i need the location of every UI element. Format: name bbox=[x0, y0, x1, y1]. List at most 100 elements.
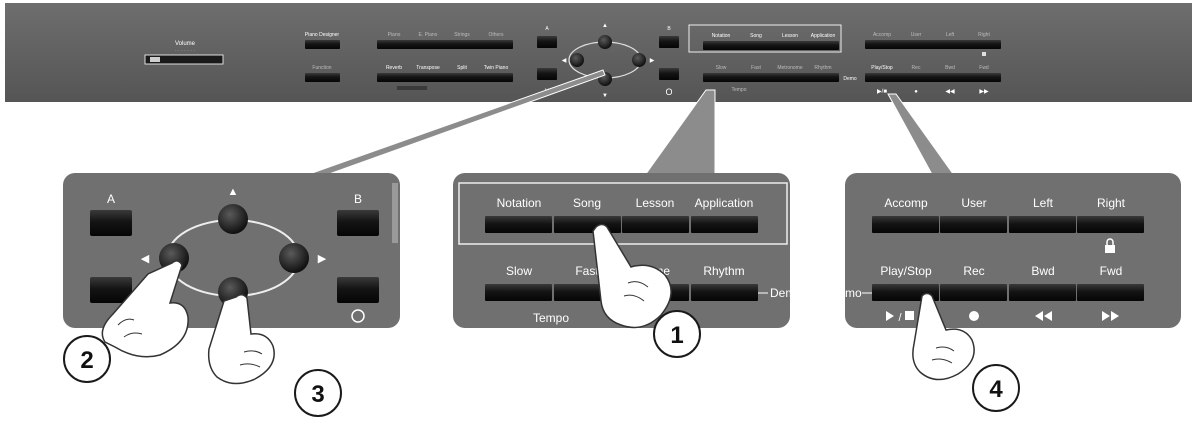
arrow-up-top: ▲ bbox=[602, 23, 608, 29]
slow-label: Slow bbox=[506, 264, 532, 278]
x-button[interactable] bbox=[90, 277, 132, 303]
song-button[interactable] bbox=[554, 216, 621, 233]
rec-label: Rec bbox=[963, 264, 984, 278]
cursor-up-button[interactable] bbox=[218, 204, 248, 234]
song-label-top: Song bbox=[750, 33, 762, 39]
rhythm-button[interactable] bbox=[691, 284, 758, 301]
bwd-label: Bwd bbox=[1031, 264, 1054, 278]
demo-label-center: Dem bbox=[770, 286, 795, 300]
notation-label-top: Notation bbox=[712, 33, 731, 39]
piano-designer-label: Piano Designer bbox=[305, 32, 340, 38]
notation-label: Notation bbox=[497, 196, 542, 210]
volume-scale: · · · · · · · bbox=[175, 48, 195, 54]
play-stop-label: Play/Stop bbox=[880, 264, 932, 278]
function-label: Function bbox=[312, 65, 331, 71]
user-label: User bbox=[961, 196, 986, 210]
x-button-top[interactable] bbox=[537, 68, 557, 80]
piano-designer-button[interactable] bbox=[305, 40, 340, 49]
notation-button[interactable] bbox=[485, 216, 552, 233]
zoom-panel-cursor-edge bbox=[392, 183, 398, 243]
recorder-buttons-top[interactable] bbox=[865, 73, 1001, 82]
accomp-button[interactable] bbox=[872, 216, 939, 233]
b-button-top[interactable] bbox=[659, 36, 679, 48]
rhythm-label: Rhythm bbox=[703, 264, 744, 278]
pointing-hand-3 bbox=[207, 294, 275, 385]
right-button[interactable] bbox=[1077, 216, 1144, 233]
tempo-buttons-top[interactable] bbox=[703, 73, 839, 82]
volume-slider[interactable] bbox=[144, 54, 224, 65]
lesson-button[interactable] bbox=[622, 216, 689, 233]
left-label: Left bbox=[1033, 196, 1054, 210]
volume-slider-knob[interactable] bbox=[150, 57, 160, 62]
cursor-right-top[interactable] bbox=[632, 53, 646, 67]
cursor-right-button[interactable] bbox=[279, 243, 309, 273]
left-label-top: Left bbox=[946, 32, 955, 38]
fast-label: Fast bbox=[575, 264, 599, 278]
demo-label-right: mo bbox=[845, 286, 862, 300]
left-button[interactable] bbox=[1009, 216, 1076, 233]
arrow-right-top: ▶ bbox=[650, 58, 655, 64]
step-badge-2: 2 bbox=[63, 335, 111, 383]
function-button[interactable] bbox=[305, 73, 340, 82]
svg-text:2: 2 bbox=[80, 347, 93, 374]
a-label-top: A bbox=[545, 26, 549, 32]
cursor-left-top[interactable] bbox=[570, 53, 584, 67]
a-label: A bbox=[107, 192, 115, 206]
rec-icon-top: ● bbox=[914, 89, 918, 95]
twin-piano-label: Twin Piano bbox=[484, 65, 509, 71]
pointing-hand-4 bbox=[912, 292, 975, 381]
accomp-label-top: Accomp bbox=[873, 32, 891, 38]
split-label: Split bbox=[457, 65, 467, 71]
callout-connector-right bbox=[887, 93, 957, 179]
tempo-label: Tempo bbox=[533, 311, 569, 325]
application-label-top: Application bbox=[811, 33, 836, 39]
a-button[interactable] bbox=[90, 210, 132, 236]
track-buttons-top[interactable] bbox=[865, 40, 1001, 49]
arrow-left-top: ◀ bbox=[562, 58, 567, 64]
play-stop-label-top: Play/Stop bbox=[871, 65, 893, 71]
user-button[interactable] bbox=[940, 216, 1007, 233]
lock-icon-top bbox=[982, 52, 986, 56]
svg-text:3: 3 bbox=[311, 381, 324, 408]
top-control-panel bbox=[5, 3, 1192, 102]
o-button[interactable] bbox=[337, 277, 379, 303]
pointing-hand-2 bbox=[101, 260, 189, 358]
effect-buttons[interactable] bbox=[377, 73, 513, 82]
slow-button[interactable] bbox=[485, 284, 552, 301]
transpose-label: Transpose bbox=[416, 65, 440, 71]
fwd-button[interactable] bbox=[1077, 284, 1144, 301]
rec-button[interactable] bbox=[940, 284, 1007, 301]
b-button[interactable] bbox=[337, 210, 379, 236]
o-mark-icon bbox=[351, 309, 365, 323]
tone-buttons[interactable] bbox=[377, 40, 513, 49]
o-button-top[interactable] bbox=[659, 68, 679, 80]
strings-label: Strings bbox=[454, 32, 470, 38]
cursor-up-top[interactable] bbox=[598, 35, 612, 49]
right-label-top: Right bbox=[978, 32, 990, 38]
mode-buttons-top[interactable] bbox=[703, 41, 839, 50]
fwd-icon bbox=[1102, 311, 1119, 321]
accomp-label: Accomp bbox=[884, 196, 928, 210]
tempo-label-top: Tempo bbox=[731, 87, 746, 93]
slow-label-top: Slow bbox=[716, 65, 727, 71]
bwd-icon-top: ◀◀ bbox=[945, 89, 955, 95]
logo-badge bbox=[397, 86, 427, 90]
a-button-top[interactable] bbox=[537, 36, 557, 48]
bwd-icon bbox=[1035, 311, 1052, 321]
others-label: Others bbox=[488, 32, 504, 38]
b-label: B bbox=[354, 192, 362, 206]
callout-connector-center bbox=[642, 89, 716, 179]
svg-text:/: / bbox=[898, 312, 902, 324]
rec-icon bbox=[969, 311, 979, 321]
arrow-up-icon: ▲ bbox=[228, 186, 239, 198]
application-button[interactable] bbox=[691, 216, 758, 233]
fwd-label-top: Fwd bbox=[979, 65, 989, 71]
step-badge-3: 3 bbox=[294, 369, 342, 417]
svg-text:1: 1 bbox=[670, 322, 683, 349]
volume-label: Volume bbox=[175, 41, 196, 47]
b-label-top: B bbox=[667, 26, 671, 32]
bwd-button[interactable] bbox=[1009, 284, 1076, 301]
svg-text:4: 4 bbox=[989, 376, 1003, 403]
piano-label: Piano bbox=[388, 32, 401, 38]
